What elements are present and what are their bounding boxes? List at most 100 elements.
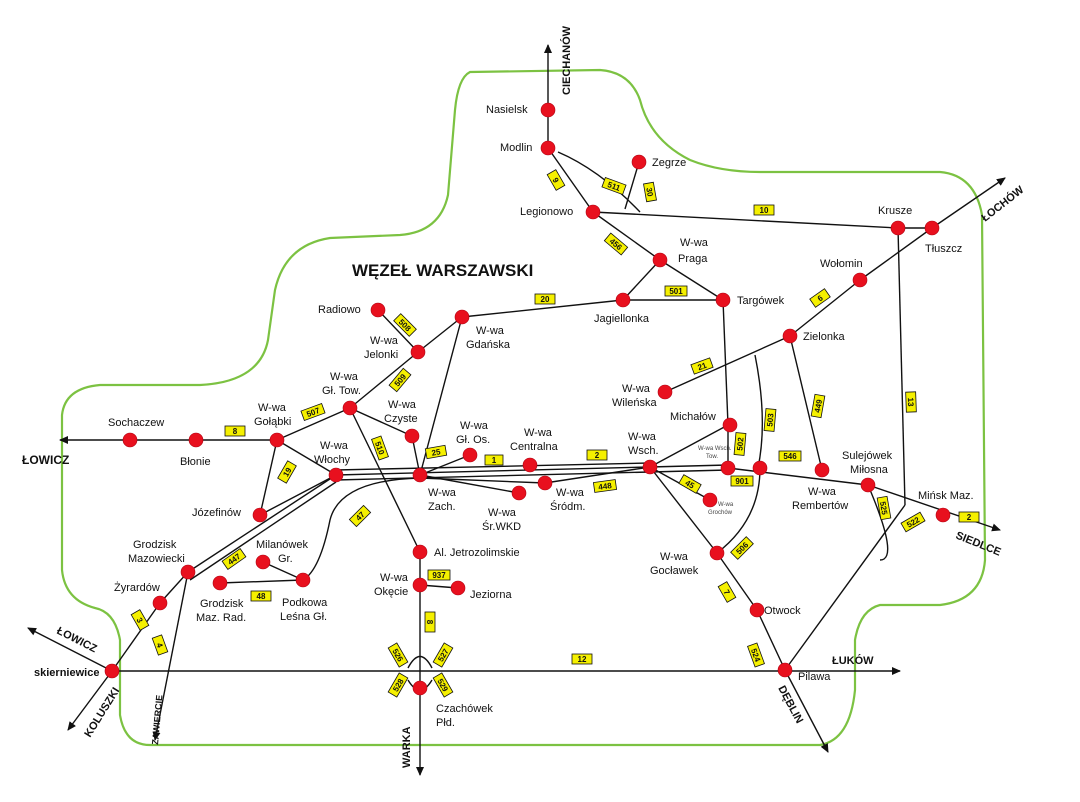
badge-524: 524	[749, 647, 762, 663]
label-goclawek-1: W-wa	[660, 551, 689, 563]
label-glos-2: Gł. Os.	[456, 434, 490, 446]
station-srwkd-dot	[511, 485, 527, 501]
label-czachowek-1: Czachówek	[436, 703, 493, 715]
label-gdanska-2: Gdańska	[466, 339, 511, 351]
label-goclawek-2: Gocławek	[650, 565, 699, 577]
label-gltow-1: W-wa	[330, 371, 359, 383]
badge-449: 449	[813, 398, 824, 413]
badge-507: 507	[305, 406, 321, 419]
label-centralna-1: W-wa	[524, 427, 553, 439]
label-praga-1: W-wa	[680, 237, 709, 249]
label-wlochy-2: Włochy	[314, 454, 351, 466]
label-modlin: Modlin	[500, 142, 532, 154]
badge-20: 20	[541, 295, 550, 304]
station-podkowa-dot	[295, 572, 311, 588]
label-praga-2: Praga	[678, 253, 708, 265]
label-golabki-2: Gołąbki	[254, 416, 291, 428]
station-glos-dot	[462, 447, 478, 463]
label-czachowek-2: Płd.	[436, 717, 455, 729]
label-jozefinow: Józefinów	[192, 507, 241, 519]
station-labels: Nasielsk Modlin Zegrze Legionowo Krusze …	[34, 104, 974, 729]
label-jagiellonka: Jagiellonka	[594, 313, 650, 325]
label-czyste-2: Czyste	[384, 413, 418, 425]
station-tluszcz-dot	[924, 220, 940, 236]
badge-8-south: 8	[425, 620, 434, 625]
station-radiowo-dot	[370, 302, 386, 318]
label-jelonki-2: Jelonki	[364, 349, 398, 361]
badge-30: 30	[644, 187, 655, 198]
station-golabki-dot	[269, 432, 285, 448]
label-grodzisk-1: Grodzisk	[133, 539, 177, 551]
direction-lowicz-west: ŁOWICZ	[22, 453, 69, 467]
station-wlochy-dot	[328, 467, 344, 483]
label-jeziorna: Jeziorna	[470, 589, 512, 601]
station-zegrze-dot	[631, 154, 647, 170]
label-srodm-2: Śródm.	[550, 500, 585, 513]
badge-510: 510	[373, 440, 386, 456]
badge-503: 503	[765, 412, 775, 427]
station-goclawek-dot	[709, 545, 725, 561]
label-grodziskrad-2: Maz. Rad.	[196, 612, 246, 624]
label-radiowo: Radiowo	[318, 304, 361, 316]
station-otwock-dot	[749, 602, 765, 618]
station-wschtow-dot	[720, 460, 736, 476]
badge-2-center: 2	[595, 451, 600, 460]
label-rembertow-1: W-wa	[808, 486, 837, 498]
station-jetrozolimskie-dot	[412, 544, 428, 560]
region-outline	[60, 68, 987, 747]
label-rembertow-2: Rembertów	[792, 500, 848, 512]
label-zielonka: Zielonka	[803, 331, 845, 343]
label-glos-1: W-wa	[460, 420, 489, 432]
station-gltow-dot	[342, 400, 358, 416]
label-wschtow-2: Tow.	[706, 454, 718, 460]
station-zielonka-dot	[782, 328, 798, 344]
label-wschtow-1: W-wa Wsch.	[698, 446, 732, 452]
label-zach-2: Zach.	[428, 501, 456, 513]
label-michalow: Michałów	[670, 411, 716, 423]
label-wlochy-1: W-wa	[320, 440, 349, 452]
label-wsch-2: Wsch.	[628, 445, 659, 457]
badge-10: 10	[760, 206, 769, 215]
label-grodzisk-2: Mazowiecki	[128, 553, 185, 565]
label-czyste-1: W-wa	[388, 399, 417, 411]
badge-3: 3	[135, 616, 145, 625]
station-blonie-dot	[188, 432, 204, 448]
station-srodm-dot	[537, 475, 553, 491]
badge-13: 13	[906, 397, 915, 407]
badge-448: 448	[598, 481, 613, 492]
label-okecie-2: Okęcie	[374, 586, 408, 598]
direction-labels: CIECHANÓW ŁOCHÓW ŁOWICZ SIEDLCE ŁOWICZ Ł…	[22, 25, 1027, 768]
label-zegrze: Zegrze	[652, 157, 686, 169]
station-jeziorna-dot	[450, 580, 466, 596]
badge-9: 9	[551, 176, 561, 185]
direction-ciechanow: CIECHANÓW	[560, 25, 573, 95]
label-wolomin: Wołomin	[820, 258, 863, 270]
badge-501: 501	[669, 287, 683, 296]
direction-koluszki: KOLUSZKI	[82, 686, 122, 740]
station-czyste-dot	[404, 428, 420, 444]
station-grodzisk-dot	[180, 564, 196, 580]
station-wilenska-dot	[657, 384, 673, 400]
label-gltow-2: Gł. Tow.	[322, 385, 361, 397]
station-krusze-dot	[890, 220, 906, 236]
label-podkowa-2: Leśna Gł.	[280, 611, 327, 623]
label-pilawa: Pilawa	[798, 671, 831, 683]
badge-502: 502	[735, 436, 745, 451]
station-skierniewice-dot	[104, 663, 120, 679]
badge-8-west: 8	[233, 427, 238, 436]
station-gdanska-dot	[454, 309, 470, 325]
line-badges: 9 511 30 10 456 501 20 6 508 21 509 507 …	[130, 169, 980, 698]
label-golabki-1: W-wa	[258, 402, 287, 414]
label-minsk: Mińsk Maz.	[918, 490, 974, 502]
badge-2-east: 2	[967, 513, 972, 522]
label-nasielsk: Nasielsk	[486, 104, 528, 116]
label-sulejowek-2: Miłosna	[850, 464, 889, 476]
direction-deblin: DĘBLIN	[775, 684, 805, 726]
label-grochow-2: Grochów	[708, 510, 733, 516]
label-skierniewice: skierniewice	[34, 667, 99, 679]
station-praga-dot	[652, 252, 668, 268]
label-grochow-1: W-wa	[718, 502, 734, 508]
badge-937: 937	[432, 571, 446, 580]
station-jelonki-dot	[410, 344, 426, 360]
